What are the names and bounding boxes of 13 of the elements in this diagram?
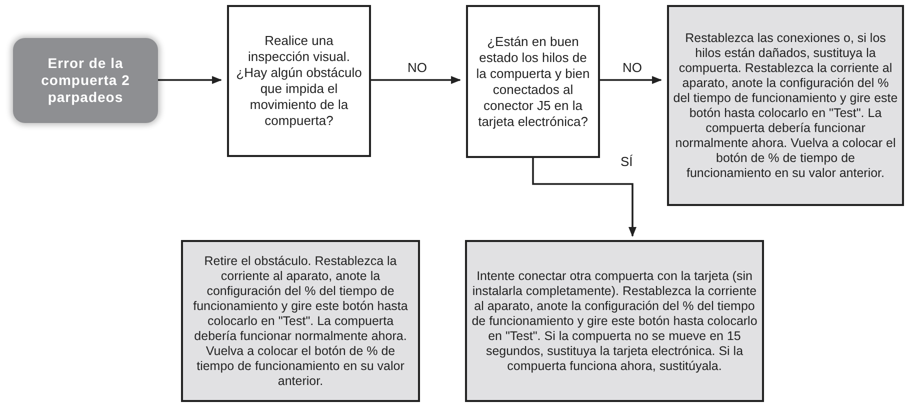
action-box: Retire el obstáculo. Restablezca la corriente al aparato, anote la configuración del % del tiempo de funcionamiento y gire este botón hasta colocarlo en "Test". La compuerta debería funcionar normalmente ahora. Vuelva a colocar el botón de % de tiempo de funcionamiento en su valor anterior. — [181, 240, 420, 402]
action-box: Intente conectar otra compuerta con la tarjeta (sin instalarla completamente). Restablezca la corriente al aparato, anote la configuración del % del tiempo de funcionamiento y gire este botón hasta colocarlo en "Test". Si la compuerta no se mueve en 15 segundos, sustituya la tarjeta electrónica. Si la compuerta funciona ahora, sustitúyala. — [465, 240, 764, 402]
edge-label: SÍ — [618, 154, 635, 169]
arrow — [158, 76, 222, 84]
arrow — [532, 158, 636, 237]
edge-label: NO — [620, 60, 644, 75]
question-box: Realice una inspección visual. ¿Hay algún obstáculo que impida el movimiento de la compuerta? — [227, 5, 371, 157]
action-box: Restablezca las conexiones o, si los hilos están dañados, sustituya la compuerta. Restablezca la corriente al aparato, anote la configuración del % del tiempo de funcionamiento y gire este botón hasta colocarlo en "Test". La compuerta debería funcionar normalmente ahora. Vuelva a colocar el botón de % de tiempo de funcionamiento en su valor anterior. — [667, 5, 904, 206]
arrow — [600, 76, 662, 84]
arrow — [371, 76, 461, 84]
start-box: Error de la compuerta 2 parpadeos — [13, 38, 158, 123]
edge-label: NO — [406, 60, 429, 75]
question-box: ¿Están en buen estado los hilos de la compuerta y bien conectados al conector J5 en la tarjeta electrónica? — [466, 5, 600, 158]
